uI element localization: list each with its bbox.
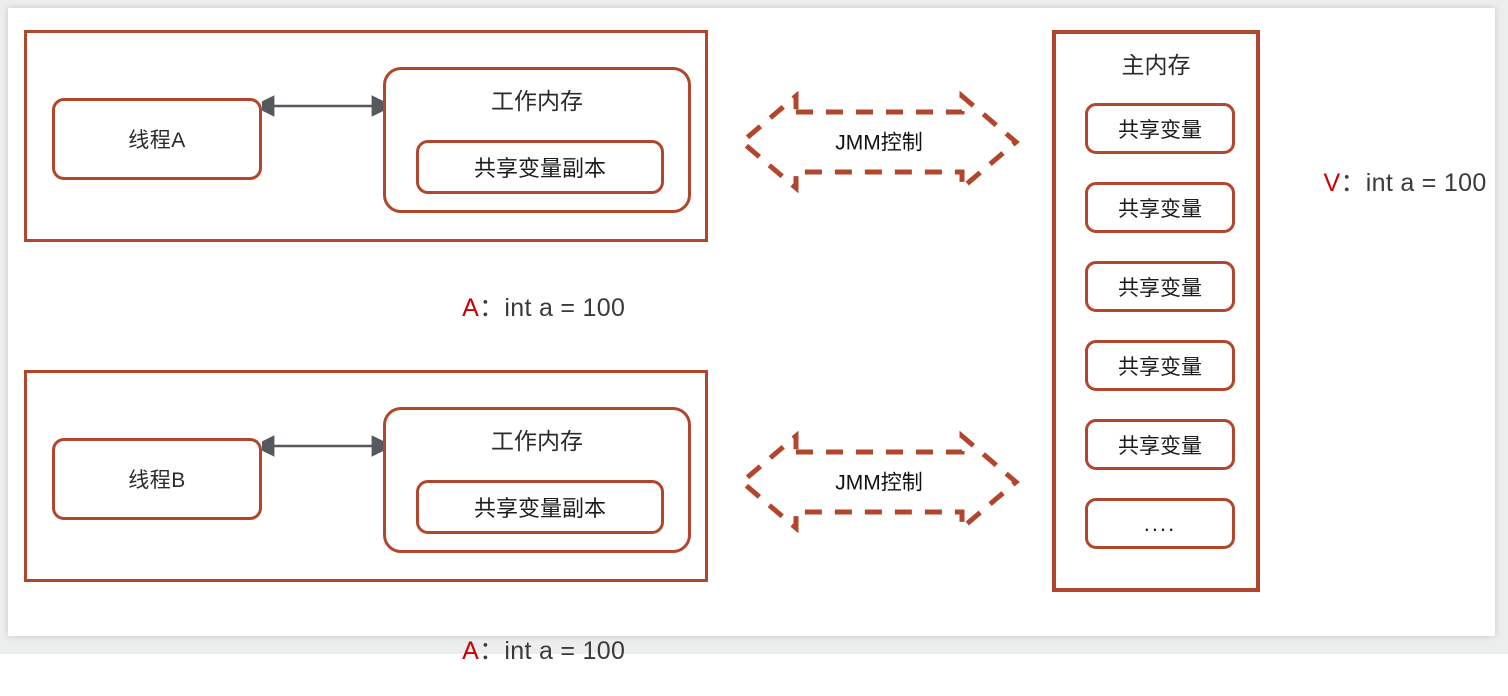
shared-variable-label-5: 共享变量 <box>1118 434 1202 458</box>
thread-box-a[interactable]: 线程A <box>52 98 262 180</box>
thread-b-caption-rest: ：int a = 100 <box>479 637 626 665</box>
shared-variable-copy-a[interactable]: 共享变量副本 <box>416 140 664 194</box>
shared-variable-box-1[interactable]: 共享变量 <box>1085 103 1235 154</box>
thread-a-caption-highlight: A <box>462 294 480 322</box>
shared-variable-box-2[interactable]: 共享变量 <box>1085 182 1235 233</box>
work-memory-b: 工作内存 共享变量副本 <box>383 407 691 553</box>
main-memory-value-rest: ：int a = 100 <box>1340 169 1487 197</box>
main-memory-value-highlight: V <box>1323 169 1341 197</box>
jmm-arrow-shape-1 <box>738 90 1020 194</box>
shared-variable-copy-label-a: 共享变量副本 <box>473 156 606 181</box>
thread-b-caption: A：int a = 100 <box>420 602 625 696</box>
jmm-arrow-shape-2 <box>738 430 1020 534</box>
work-memory-a: 工作内存 共享变量副本 <box>383 67 691 213</box>
shared-variable-label-1: 共享变量 <box>1118 118 1202 142</box>
jmm-control-arrow-2: JMM控制 <box>736 430 1022 534</box>
shared-variable-label-3: 共享变量 <box>1118 276 1202 300</box>
jmm-control-label-1: JMM控制 <box>835 131 923 155</box>
thread-label-a: 线程A <box>128 129 186 152</box>
thread-a-caption: A：int a = 100 <box>420 259 625 353</box>
shared-variable-box-5[interactable]: 共享变量 <box>1085 419 1235 470</box>
diagram-page: 线程A 工作内存 共享变量副本 <box>0 0 1508 665</box>
main-memory-value-note: V：int a = 100 <box>1280 134 1487 228</box>
shared-variable-label-more: .... <box>1143 510 1177 536</box>
shared-variable-box-more[interactable]: .... <box>1085 498 1235 549</box>
shared-variable-label-2: 共享变量 <box>1118 197 1202 221</box>
main-memory-panel: 主内存 共享变量 共享变量 共享变量 共享变量 共享变量 .... <box>1052 30 1260 592</box>
shared-variable-box-3[interactable]: 共享变量 <box>1085 261 1235 312</box>
jmm-control-arrow-1: JMM控制 <box>736 90 1022 194</box>
thread-label-b: 线程B <box>128 469 186 492</box>
thread-box-b[interactable]: 线程B <box>52 438 262 520</box>
jmm-control-label-2: JMM控制 <box>835 471 923 495</box>
thread-a-caption-rest: ：int a = 100 <box>479 294 626 322</box>
thread-b-caption-highlight: A <box>462 637 480 665</box>
shared-variable-copy-label-b: 共享变量副本 <box>473 496 606 521</box>
thread-group-b: 线程B 工作内存 共享变量副本 <box>24 370 708 582</box>
thread-group-a: 线程A 工作内存 共享变量副本 <box>24 30 708 242</box>
thread-memory-link-arrow-a <box>262 95 384 117</box>
thread-memory-link-arrow-b <box>262 435 384 457</box>
diagram-canvas: 线程A 工作内存 共享变量副本 <box>8 8 1495 665</box>
work-memory-title-a: 工作内存 <box>491 88 583 114</box>
main-memory-title: 主内存 <box>1121 52 1191 78</box>
work-memory-title-b: 工作内存 <box>491 428 583 454</box>
shared-variable-label-4: 共享变量 <box>1118 355 1202 379</box>
shared-variable-copy-b[interactable]: 共享变量副本 <box>416 480 664 534</box>
shared-variable-box-4[interactable]: 共享变量 <box>1085 340 1235 391</box>
